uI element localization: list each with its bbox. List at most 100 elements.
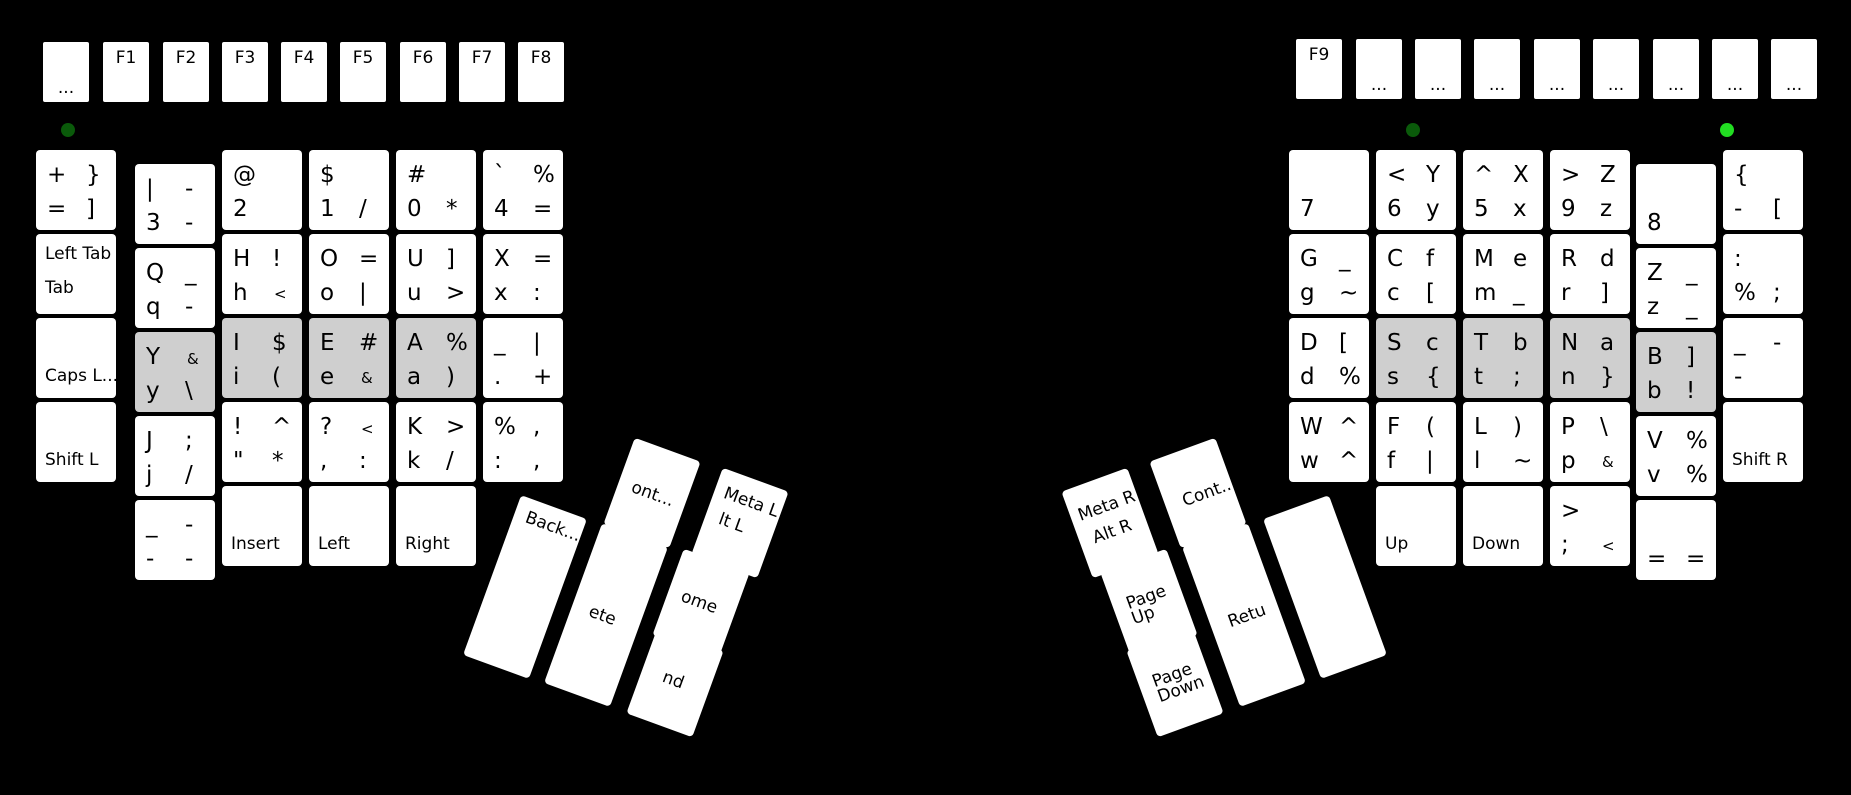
key-legend: Left Tab: [45, 244, 112, 264]
key-legend: ): [446, 364, 455, 390]
key-legend: =: [1686, 546, 1706, 572]
key-legend: /: [446, 448, 454, 474]
key-legend: ome: [678, 586, 721, 619]
key-legend: -: [185, 546, 194, 572]
key-legend: >: [1561, 498, 1581, 524]
key-legend: Down: [1472, 534, 1521, 554]
function-key-label: ...: [1429, 75, 1447, 95]
key-legend: M: [1474, 246, 1494, 272]
key-legend: ^: [272, 414, 292, 440]
function-key: ...: [1593, 39, 1639, 99]
key: Q_q-: [135, 248, 215, 328]
key-legend: _: [1734, 330, 1746, 356]
function-key: ...: [1356, 39, 1402, 99]
key-legend: &: [187, 350, 199, 368]
key-legend: N: [1561, 330, 1579, 356]
status-led: [61, 123, 75, 137]
key-legend: _: [1513, 280, 1525, 306]
key-legend: -: [146, 546, 155, 572]
key-legend: =: [1647, 546, 1667, 572]
key: _|.+: [483, 318, 563, 398]
status-led: [1406, 123, 1420, 137]
key-legend: _: [185, 260, 197, 286]
key-legend: }: [86, 162, 101, 188]
key-legend: -: [185, 294, 194, 320]
key-legend: *: [272, 448, 284, 474]
key-legend: d: [1600, 246, 1615, 272]
key-legend: K: [407, 414, 423, 440]
key-legend: G: [1300, 246, 1318, 272]
key-legend: y: [1426, 196, 1440, 222]
key: E#e&: [309, 318, 389, 398]
key: A%a): [396, 318, 476, 398]
key: Shift L: [36, 402, 116, 482]
key-legend: Shift L: [45, 450, 99, 470]
key-legend: Z: [1647, 260, 1663, 286]
key-legend: ;: [1561, 532, 1569, 558]
key-legend: q: [146, 294, 161, 320]
key: V%v%: [1636, 416, 1716, 496]
function-key: ...: [1534, 39, 1580, 99]
key: Left: [309, 486, 389, 566]
key: W^w^: [1289, 402, 1369, 482]
key-legend: 9: [1561, 196, 1576, 222]
key-legend: Alt R: [1089, 515, 1135, 549]
key-legend: >: [446, 414, 466, 440]
function-key: F4: [281, 42, 327, 102]
key-legend: e: [320, 364, 335, 390]
key: ==: [1636, 500, 1716, 580]
key-legend: ,: [533, 448, 541, 474]
key-legend: S: [1387, 330, 1402, 356]
key-legend: %: [494, 414, 516, 440]
key-legend: @: [233, 162, 256, 188]
key-legend: |: [146, 176, 154, 202]
function-key: F6: [400, 42, 446, 102]
key-legend: ,: [533, 414, 541, 440]
key: Z_z_: [1636, 248, 1716, 328]
key-legend: B: [1647, 344, 1663, 370]
key: @2: [222, 150, 302, 230]
key-legend: -: [185, 512, 194, 538]
key: Caps L...: [36, 318, 116, 398]
key-legend: |: [533, 330, 541, 356]
function-key-label: F7: [471, 48, 493, 68]
key-legend: f: [1387, 448, 1396, 474]
key-legend: %: [1734, 280, 1756, 306]
key: `%4=: [483, 150, 563, 230]
key-legend: ]: [1686, 344, 1695, 370]
key-legend: 2: [233, 196, 248, 222]
function-key: ...: [1415, 39, 1461, 99]
key-legend: Up: [1385, 534, 1409, 554]
function-key-label: F4: [293, 48, 315, 68]
key-legend: ~: [1339, 280, 1359, 306]
key-legend: l: [1474, 448, 1481, 474]
function-key: ...: [1653, 39, 1699, 99]
key-legend: I: [233, 330, 240, 356]
function-key: ...: [1712, 39, 1758, 99]
key-legend: 1: [320, 196, 335, 222]
function-key-label: F1: [115, 48, 137, 68]
key: B]b!: [1636, 332, 1716, 412]
key-legend: ]: [446, 246, 455, 272]
key: |-3-: [135, 164, 215, 244]
key-legend: a: [407, 364, 422, 390]
key-legend: <: [1387, 162, 1407, 188]
key-legend: a: [1600, 330, 1615, 356]
key-legend: (: [272, 364, 281, 390]
key-legend: _: [146, 512, 158, 538]
key-legend: ;: [185, 428, 193, 454]
key-legend: ont...: [628, 477, 677, 512]
key-legend: \: [185, 378, 193, 404]
key: Down: [1463, 486, 1543, 566]
key-legend: o: [320, 280, 335, 306]
key-legend: %: [1339, 364, 1361, 390]
key-legend: O: [320, 246, 339, 272]
key-legend: X: [494, 246, 510, 272]
key-legend: j: [146, 462, 153, 488]
key-legend: H: [233, 246, 251, 272]
key: _--: [1723, 318, 1803, 398]
